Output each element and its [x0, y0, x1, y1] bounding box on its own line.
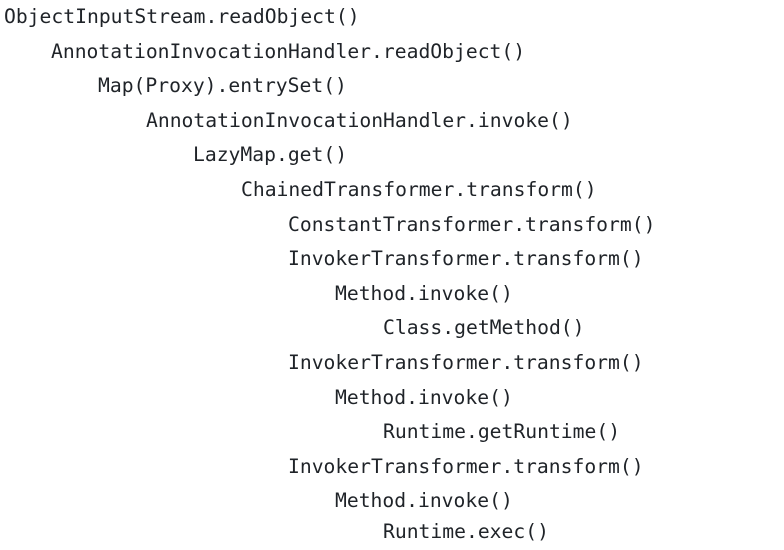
code-line: ConstantTransformer.transform(): [288, 212, 656, 236]
code-line: Method.invoke(): [335, 489, 513, 513]
code-line: ObjectInputStream.readObject(): [4, 5, 360, 28]
code-line: Method.invoke(): [335, 281, 513, 305]
code-line: ChainedTransformer.transform(): [241, 178, 597, 201]
code-line: InvokerTransformer.transform(): [288, 247, 644, 271]
code-line: LazyMap.get(): [193, 143, 348, 167]
code-line: AnnotationInvocationHandler.invoke(): [146, 108, 573, 132]
code-line: AnnotationInvocationHandler.readObject(): [51, 39, 526, 63]
code-line: Method.invoke(): [335, 385, 513, 409]
code-line: Runtime.exec(): [383, 520, 549, 543]
code-line: InvokerTransformer.transform(): [288, 351, 644, 374]
code-line: InvokerTransformer.transform(): [288, 454, 644, 478]
code-line: Runtime.getRuntime(): [383, 420, 621, 444]
code-line: Class.getMethod(): [383, 316, 585, 340]
code-line: Map(Proxy).entrySet(): [98, 74, 347, 98]
